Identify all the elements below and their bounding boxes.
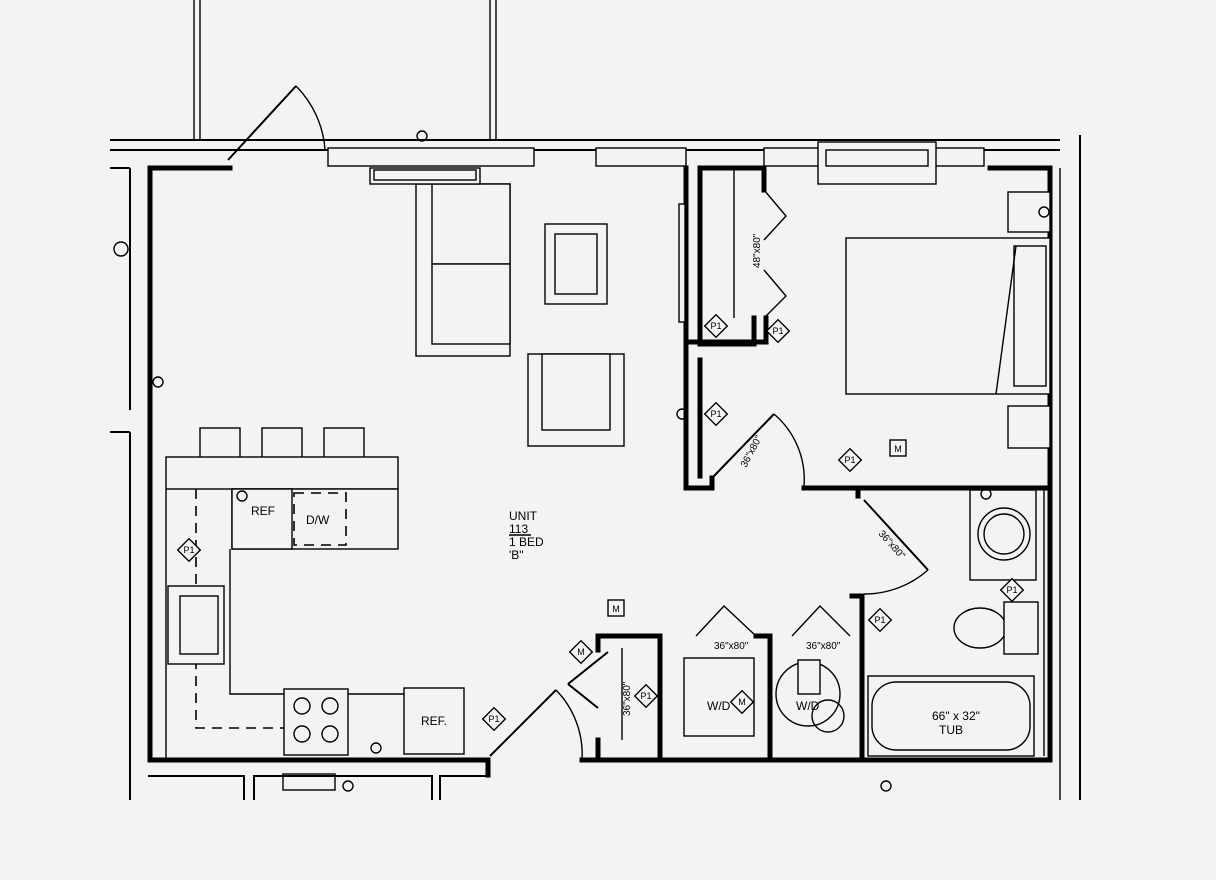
bottom-neighbor-walls [148, 775, 488, 800]
windows [369, 141, 937, 185]
left-neighbor-walls [110, 167, 131, 800]
label-closet-48x80: 48"x80" [752, 233, 763, 268]
p1-tag-entry-closet: P1 [640, 691, 651, 701]
label-dishwasher: D/W [306, 513, 330, 527]
label-ref-kitchen: REF. [421, 714, 447, 728]
label-door-right-closet: 36"x80" [806, 641, 841, 652]
label-washer-dryer-right: W/D [796, 699, 820, 713]
label-ref-island: REF [251, 504, 275, 518]
bed [845, 191, 1051, 449]
p1-tags: P1 P1 P1 P1 P1 P1 P1 P1 [176, 313, 1025, 732]
p1-tag-closet-left: P1 [710, 321, 721, 331]
balcony-rails [193, 0, 497, 140]
label-door-bathroom: 36"x80" [876, 529, 907, 562]
p1-tag-bedroom: P1 [844, 455, 855, 465]
outlets [152, 130, 1050, 792]
bathroom-fixtures [867, 489, 1045, 757]
bedroom-door [713, 413, 805, 487]
p1-tag-vanity: P1 [1006, 585, 1017, 595]
kitchen-counter [165, 489, 465, 760]
bedroom-closet [678, 170, 787, 323]
kitchen-island [165, 427, 399, 550]
sofa [415, 183, 511, 357]
m-tag-entry: M [612, 604, 620, 614]
unit-label: UNIT 113 1 BED 'B" [509, 509, 544, 562]
m-tag-bedroom: M [894, 444, 902, 454]
label-door-bedroom: 36"x80" [739, 434, 765, 470]
p1-tag-bath: P1 [874, 615, 885, 625]
entry-closet-door [567, 648, 623, 740]
armchair [527, 353, 625, 447]
balcony-door [227, 85, 326, 161]
unit-label-number: 113 [509, 522, 528, 536]
bathroom-door [863, 499, 929, 595]
unit-label-type: 'B" [509, 548, 524, 562]
unit-walls [147, 165, 1053, 778]
coffee-table [544, 223, 608, 305]
label-tub-size: 66" x 32" [932, 709, 980, 723]
label-door-left-closet: 36"x80" [714, 641, 749, 652]
exterior-right-wall [1059, 135, 1081, 800]
m-tag-closet: M [577, 647, 585, 657]
p1-tag-hall: P1 [710, 409, 721, 419]
unit-label-line1: UNIT [509, 509, 538, 523]
unit-label-bed: 1 BED [509, 535, 544, 549]
m-tags: M M M M [568, 439, 907, 715]
label-washer-dryer-left: W/D [707, 699, 731, 713]
label-door-entry-closet: 36"x80" [622, 681, 633, 716]
p1-tag-entry: P1 [488, 714, 499, 724]
p1-tag-kitchen: P1 [183, 545, 194, 555]
m-tag-laundry: M [738, 697, 746, 707]
entry-door [489, 689, 583, 761]
label-tub: TUB [939, 723, 963, 737]
laundry-closets [683, 604, 851, 737]
p1-tag-closet-right: P1 [772, 326, 783, 336]
